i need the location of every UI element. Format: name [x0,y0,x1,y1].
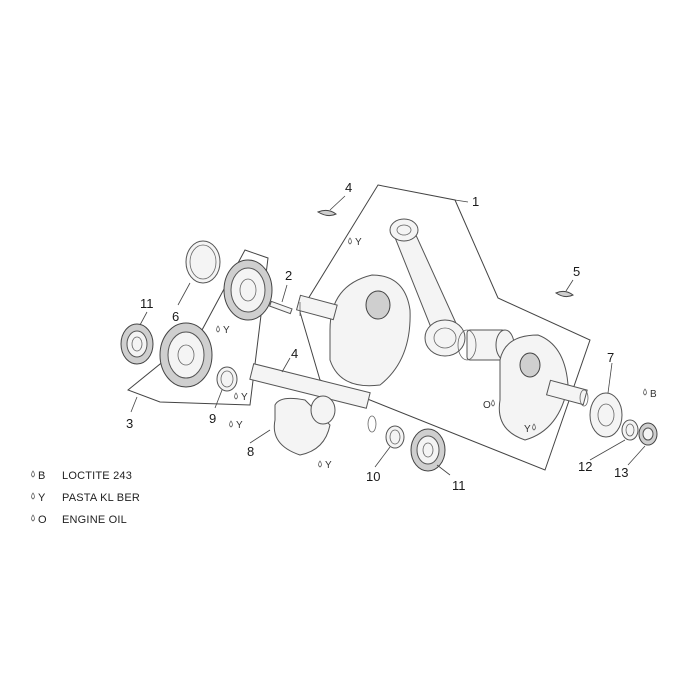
part-9-washer [216,366,238,392]
drop-icon [234,392,238,400]
part-7-thrust-washer-inner [597,403,615,427]
callout-13: 13 [614,465,628,480]
part-gear-upper [223,259,273,321]
svg-text:Y: Y [223,325,230,336]
svg-text:B: B [38,470,46,482]
part-1-crank-half-right [498,334,589,441]
callout-4-lower: 4 [291,346,298,361]
part-12-washer [621,419,639,441]
part-4-key-upper [316,209,337,217]
part-10-washer [385,425,405,449]
part-7-thrust-washer [589,392,623,438]
svg-text:PASTA KL BER: PASTA KL BER [62,492,140,504]
callout-11-left: 11 [140,296,154,311]
callout-6: 6 [172,309,179,324]
tag-y-shaft-upper: Y [234,392,248,403]
drop-icon [31,470,35,478]
part-10-washer-inner [389,429,401,445]
tag-y-crank-right: Y [524,423,536,435]
svg-text:Y: Y [241,392,248,403]
svg-text:Y: Y [38,492,46,504]
part-11-bearing-left [120,323,154,365]
legend: B LOCTITE 243 Y PASTA KL BER O ENGINE OI… [31,470,140,526]
drop-icon [31,492,35,500]
drop-icon [643,388,647,396]
legend-item-y: Y PASTA KL BER [31,492,140,504]
callout-10: 10 [366,469,380,484]
part-12-washer-inner [625,423,635,437]
part-1-crank-half-left [295,274,411,387]
callout-4-upper: 4 [345,180,352,195]
part-6-oring-inner [189,244,217,280]
drop-icon [31,514,35,522]
tag-o-crank-right: O [483,399,495,411]
drop-icon [491,399,495,407]
svg-text:B: B [650,389,657,400]
tag-b-nut: B [643,388,657,400]
legend-item-o: O ENGINE OIL [31,514,127,526]
part-9-washer-inner [220,370,234,388]
tag-y-shaft-end: Y [318,460,332,471]
svg-text:Y: Y [524,424,531,435]
callout-8: 8 [247,444,254,459]
part-1-connecting-rod [389,218,466,357]
tag-y-connecting-rod: Y [348,237,362,248]
svg-text:Y: Y [325,460,332,471]
svg-text:ENGINE OIL: ENGINE OIL [62,514,127,526]
part-8-balancer-shaft [249,363,377,456]
part-6-oring [185,240,221,284]
svg-text:O: O [483,400,491,411]
svg-text:Y: Y [355,237,362,248]
drop-icon [348,237,352,245]
callout-3: 3 [126,416,133,431]
part-gear-lower [159,322,213,388]
leader-lines [130,195,646,476]
svg-text:O: O [38,514,47,526]
callout-12: 12 [578,459,592,474]
callout-5: 5 [573,264,580,279]
legend-item-b: B LOCTITE 243 [31,470,132,482]
drop-icon [532,423,536,431]
drop-icon [229,420,233,428]
svg-text:LOCTITE 243: LOCTITE 243 [62,470,132,482]
tag-y-lower-gear: Y [216,325,230,336]
tag-y-shaft-lower: Y [229,420,243,431]
callout-2: 2 [285,268,292,283]
svg-text:Y: Y [236,420,243,431]
group-box-main-crank [299,184,591,471]
drop-icon [216,325,220,333]
drop-icon [318,460,322,468]
part-2-pin [268,300,293,315]
callout-7: 7 [607,350,614,365]
callout-1: 1 [472,194,479,209]
part-13-nut [638,422,658,446]
part-11-bearing-right [410,428,446,472]
part-5-key [554,290,574,298]
part-1-crank-pin [457,329,515,361]
callout-9: 9 [209,411,216,426]
callout-11-right: 11 [452,478,466,493]
